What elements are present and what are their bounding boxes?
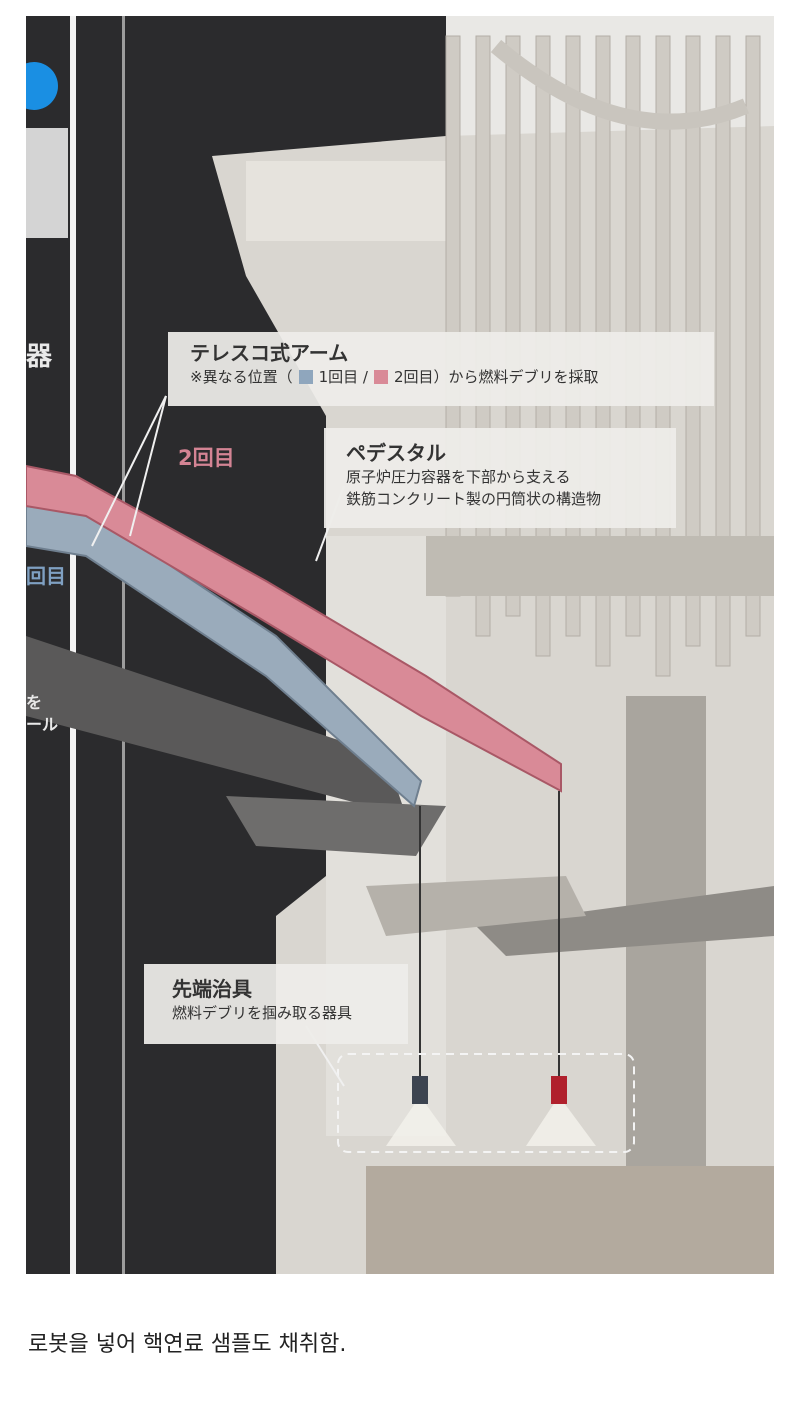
end-tool-callout: 先端治具 燃料デブリを掴み取る器具 <box>144 964 408 1044</box>
partial-left-line: を <box>26 693 43 712</box>
callout-title: ペデスタル <box>346 441 446 465</box>
callout-desc: 燃料デブリを掴み取る器具 <box>172 1004 353 1022</box>
pedestal-callout: ペデスタル 原子炉圧力容器を下部から支える 鉄筋コンクリート製の円筒状の構造物 <box>324 428 676 528</box>
note-prefix: ※異なる位置（ <box>190 368 293 386</box>
callout-title: テレスコ式アーム <box>190 341 349 365</box>
curved-pipe <box>490 39 750 130</box>
leader-line <box>91 395 167 547</box>
second-attempt-label: 2回目 <box>178 446 235 470</box>
blue-dot-icon <box>26 62 58 110</box>
note-first: 1回目 / <box>318 368 368 386</box>
reactor-illustration <box>26 16 774 1274</box>
end-tool-first-icon <box>412 1076 428 1104</box>
light-cone <box>526 1096 596 1146</box>
pipe-manifold <box>426 536 774 596</box>
partial-left-text: 器 <box>26 342 53 372</box>
vessel-top <box>246 161 446 241</box>
telescopic-arm-callout: テレスコ式アーム ※異なる位置（ 1回目 / 2回目）から燃料デブリを採取 <box>168 332 714 406</box>
end-tool-second-icon <box>551 1076 567 1104</box>
debris-floor <box>366 1166 774 1274</box>
first-attempt-label: 回目 <box>26 564 66 588</box>
post-caption: 로봇을 넣어 핵연료 샘플도 채취함. <box>28 1332 347 1357</box>
rail-structure <box>26 636 406 816</box>
callout-note: ※異なる位置（ 1回目 / 2回目）から燃料デブリを採取 <box>190 366 714 388</box>
light-cone <box>386 1096 456 1146</box>
telescopic-arm-second <box>26 464 562 793</box>
second-attempt-swatch <box>373 370 388 384</box>
panel-edge <box>122 16 125 1274</box>
panel-box <box>26 128 68 238</box>
panel-edge <box>70 16 76 1274</box>
leader-line <box>129 395 167 537</box>
callout-desc: 鉄筋コンクリート製の円筒状の構造物 <box>346 490 602 508</box>
partial-left-line: ール <box>26 715 59 734</box>
first-attempt-swatch <box>298 370 313 384</box>
note-second: 2回目）から燃料デブリを採取 <box>393 368 599 386</box>
partial-left-caption: を ール <box>26 692 58 736</box>
illustration-scene: 器 を ール テレスコ式アーム ※異なる位置（ 1回目 / 2回目）から燃料デブ… <box>26 16 774 1274</box>
grating-platform <box>476 886 774 956</box>
callout-desc: 原子炉圧力容器を下部から支える <box>346 468 571 486</box>
rail-structure <box>226 796 446 856</box>
callout-title: 先端治具 <box>172 977 252 1001</box>
end-tool-highlight-box <box>337 1053 635 1153</box>
